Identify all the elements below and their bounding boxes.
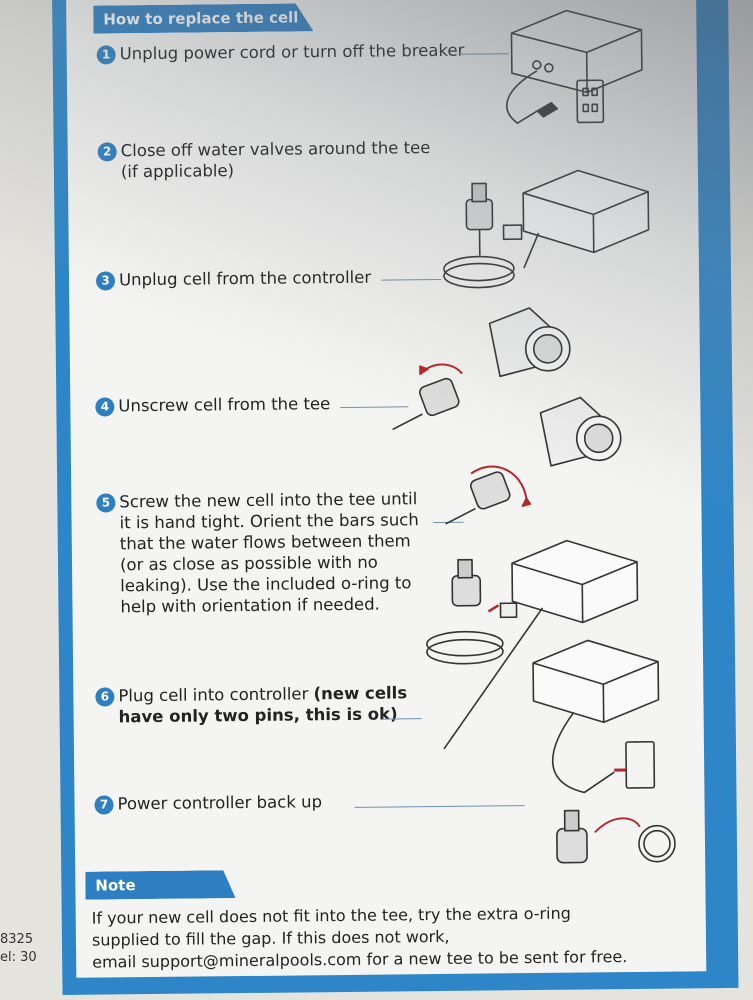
power-up-illustration [532, 639, 660, 794]
edge-label-2: el: 30 [0, 950, 37, 965]
illustrations [392, 9, 676, 864]
controller-unplug-illustration [506, 9, 643, 124]
oring-illustration [556, 809, 676, 864]
screw-in-illustration [445, 396, 622, 525]
edge-label-1: 8325 [0, 932, 34, 947]
cell-unplug-illustration [443, 169, 650, 289]
